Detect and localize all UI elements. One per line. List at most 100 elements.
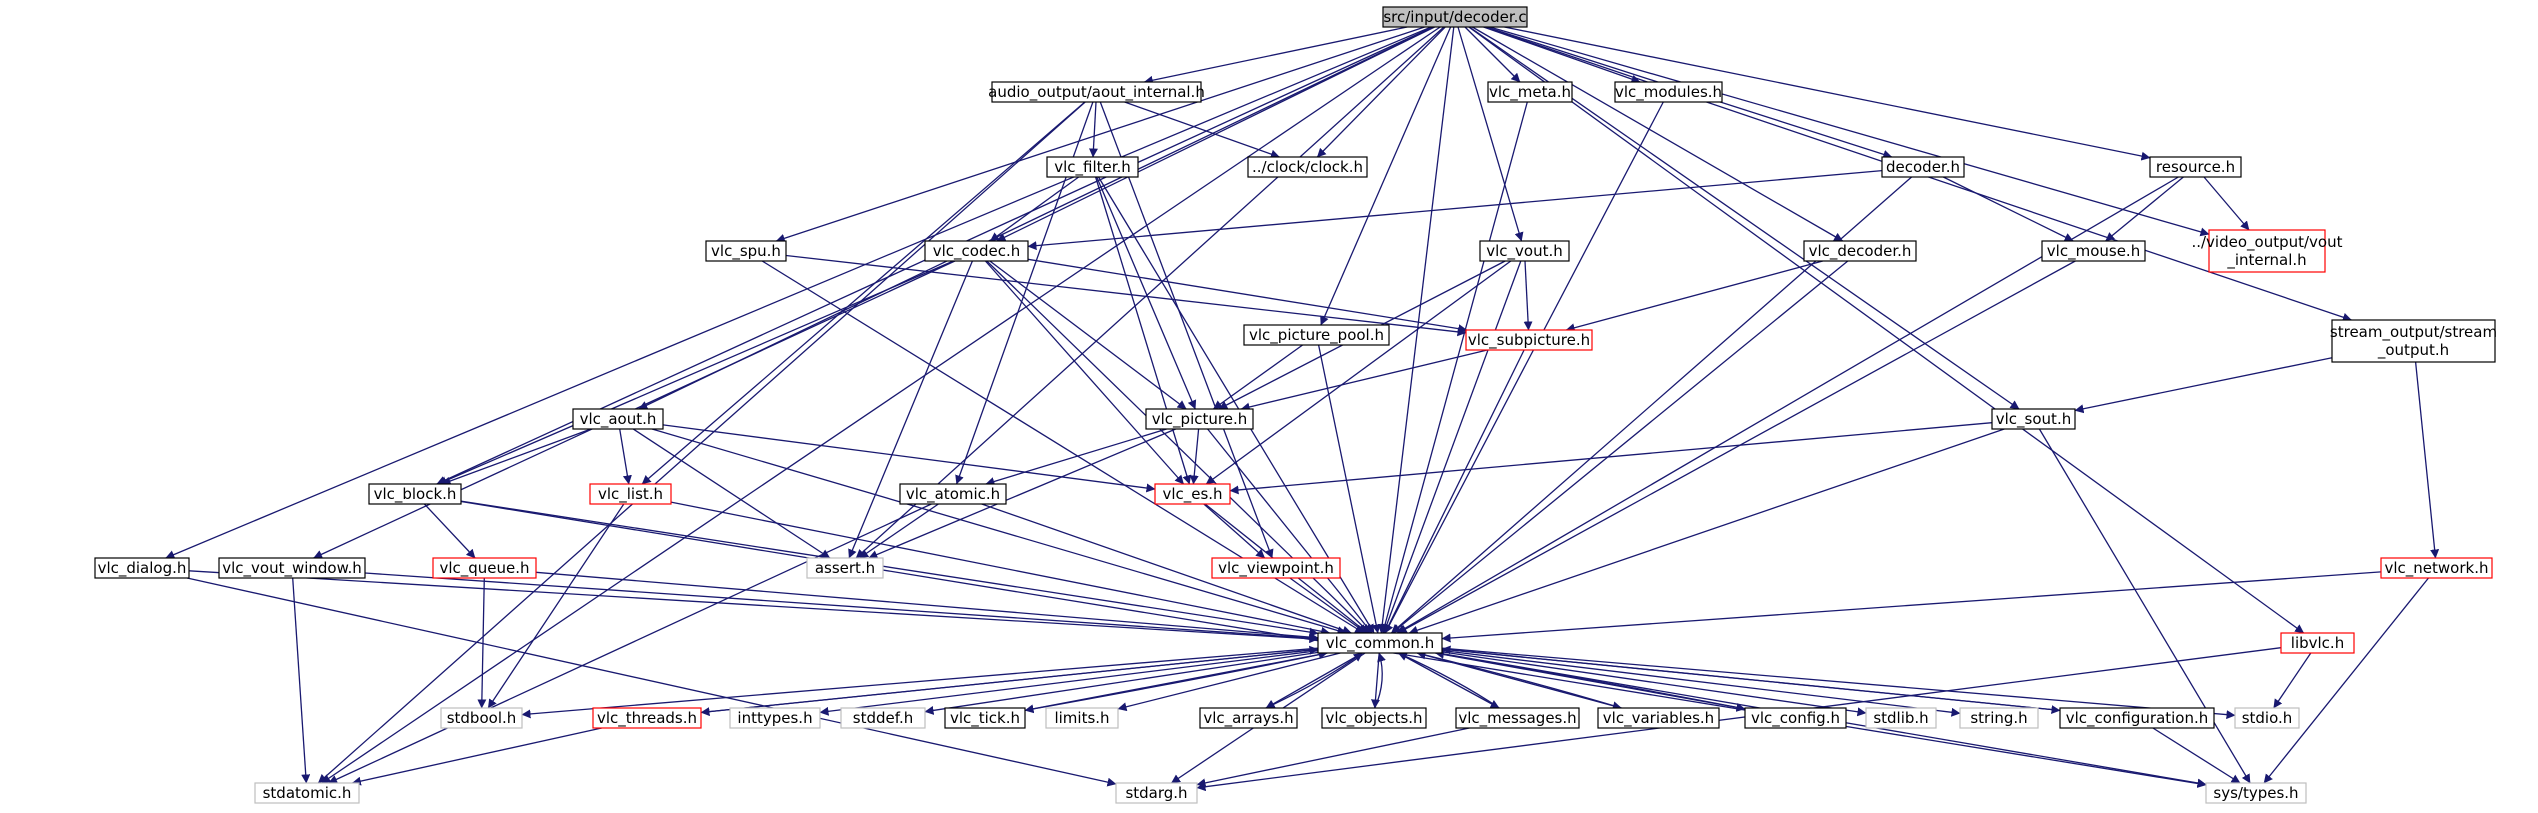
node-box xyxy=(1597,707,1720,729)
edge-vlc_variables-to-vlc_common xyxy=(1416,650,1622,709)
node-vlc_tick[interactable]: vlc_tick.h xyxy=(944,707,1026,729)
edge-vlc_es-to-vlc_viewpoint xyxy=(1203,503,1266,559)
node-vlc_spu[interactable]: vlc_spu.h xyxy=(705,240,787,262)
node-stdbool: stdbool.h xyxy=(440,707,523,729)
node-vlc_queue[interactable]: vlc_queue.h xyxy=(432,557,537,579)
node-vlc_aout[interactable]: vlc_aout.h xyxy=(572,408,664,430)
node-box xyxy=(991,81,1202,103)
edge-vlc_vout-to-vlc_common xyxy=(1382,260,1522,634)
node-vlc_picture_pool[interactable]: vlc_picture_pool.h xyxy=(1243,324,1390,346)
node-vlc_filter[interactable]: vlc_filter.h xyxy=(1046,156,1139,178)
node-label: vlc_viewpoint.h xyxy=(1218,559,1334,578)
node-vlc_list[interactable]: vlc_list.h xyxy=(589,483,672,505)
node-label: vlc_config.h xyxy=(1751,709,1840,728)
edge-vlc_codec-to-assert_h xyxy=(848,260,974,559)
node-clock_h[interactable]: ../clock/clock.h xyxy=(1247,156,1368,178)
edge-vlc_aout-to-vlc_block xyxy=(441,428,592,486)
edge-vlc_vout-to-vlc_subpicture xyxy=(1523,260,1533,331)
edge-vlc_common-to-string_h xyxy=(1441,649,1961,717)
node-vlc_dialog[interactable]: vlc_dialog.h xyxy=(94,557,190,579)
edge-decoder_c-to-clock_h xyxy=(1316,26,1446,158)
edge-decoder_c-to-aout_internal xyxy=(1143,26,1408,85)
node-vlc_objects[interactable]: vlc_objects.h xyxy=(1321,707,1427,729)
node-vlc_subpicture[interactable]: vlc_subpicture.h xyxy=(1465,329,1593,351)
node-vlc_vout[interactable]: vlc_vout.h xyxy=(1479,240,1570,262)
node-stdlib: stdlib.h xyxy=(1865,707,1937,729)
edge-aout_internal-to-vlc_filter xyxy=(1088,101,1098,158)
node-stdio: stdio.h xyxy=(2234,707,2300,729)
edge-vlc_messages-to-stdarg xyxy=(1196,727,1470,788)
edge-vlc_vout_window-to-stdatomic xyxy=(292,577,311,784)
node-vlc_config[interactable]: vlc_config.h xyxy=(1744,707,1847,729)
node-aout_internal[interactable]: audio_output/aout_internal.h xyxy=(988,81,1205,103)
node-vlc_decoder[interactable]: vlc_decoder.h xyxy=(1803,240,1917,262)
node-vlc_picture[interactable]: vlc_picture.h xyxy=(1145,408,1254,430)
edge-vlc_common-to-stddef xyxy=(924,651,1319,715)
node-label: vlc_picture_pool.h xyxy=(1249,326,1384,345)
node-label: vlc_modules.h xyxy=(1615,83,1722,102)
edge-vlc_aout-to-vlc_list xyxy=(619,428,632,485)
edge-vlc_codec-to-vlc_picture xyxy=(989,260,1187,410)
node-vlc_sout[interactable]: vlc_sout.h xyxy=(1991,408,2076,430)
node-label: audio_output/aout_internal.h xyxy=(988,83,1205,102)
node-box xyxy=(944,707,1026,729)
node-vlc_configuration[interactable]: vlc_configuration.h xyxy=(2059,707,2215,729)
node-resource_h[interactable]: resource.h xyxy=(2149,156,2242,178)
node-sys_types: sys/types.h xyxy=(2205,782,2307,804)
node-vlc_es[interactable]: vlc_es.h xyxy=(1154,483,1231,505)
node-label: src/input/decoder.c xyxy=(1383,8,1526,26)
node-box xyxy=(2205,782,2307,804)
edge-decoder_h-to-vlc_mouse xyxy=(1943,176,2074,242)
edge-vlc_objects-to-vlc_common xyxy=(1374,652,1386,709)
edge-aout_internal-to-clock_h xyxy=(1124,101,1280,159)
edge-vlc_common-to-stdbool xyxy=(521,647,1319,719)
node-vlc_threads[interactable]: vlc_threads.h xyxy=(592,707,702,729)
node-label: vlc_vout_window.h xyxy=(222,559,362,578)
node-label: vlc_decoder.h xyxy=(1809,242,1912,261)
node-vlc_arrays[interactable]: vlc_arrays.h xyxy=(1199,707,1298,729)
node-vlc_viewpoint[interactable]: vlc_viewpoint.h xyxy=(1211,557,1341,579)
node-box xyxy=(2059,707,2215,729)
node-label: vlc_dialog.h xyxy=(98,559,187,578)
node-stream_output[interactable]: stream_output/stream_output.h xyxy=(2330,319,2497,363)
edge-vlc_decoder-to-vlc_common xyxy=(1391,260,1849,634)
node-box xyxy=(899,483,1007,505)
node-libvlc_h[interactable]: libvlc.h xyxy=(2280,632,2355,654)
node-vlc_messages[interactable]: vlc_messages.h xyxy=(1455,707,1580,729)
node-vlc_codec[interactable]: vlc_codec.h xyxy=(924,240,1029,262)
edge-vlc_atomic-to-vlc_common xyxy=(981,503,1352,635)
node-box xyxy=(1145,408,1254,430)
node-label: vlc_sout.h xyxy=(1996,410,2071,429)
node-vlc_vout_window[interactable]: vlc_vout_window.h xyxy=(218,557,366,579)
node-box xyxy=(1321,707,1427,729)
node-vlc_variables[interactable]: vlc_variables.h xyxy=(1597,707,1720,729)
edge-libvlc_h-to-stdarg xyxy=(1196,647,2282,792)
node-box xyxy=(1046,156,1139,178)
node-label: stdatomic.h xyxy=(263,784,352,802)
edge-aout_internal-to-vlc_atomic xyxy=(955,101,1094,485)
node-decoder_h[interactable]: decoder.h xyxy=(1881,156,1965,178)
node-vlc_atomic[interactable]: vlc_atomic.h xyxy=(899,483,1007,505)
node-label: vlc_configuration.h xyxy=(2066,709,2209,728)
edge-vlc_common-to-inttypes xyxy=(819,650,1319,716)
node-box xyxy=(1317,632,1443,654)
node-box xyxy=(1455,707,1580,729)
node-box xyxy=(1211,557,1341,579)
node-vlc_network[interactable]: vlc_network.h xyxy=(2380,557,2493,579)
node-vlc_mouse[interactable]: vlc_mouse.h xyxy=(2041,240,2146,262)
node-box xyxy=(705,240,787,262)
node-label: vlc_tick.h xyxy=(950,709,1020,728)
edge-vlc_atomic-to-stdatomic xyxy=(328,503,932,784)
edge-vlc_subpicture-to-vlc_common xyxy=(1384,349,1525,634)
node-vlc_common[interactable]: vlc_common.h xyxy=(1317,632,1443,654)
node-vlc_meta[interactable]: vlc_meta.h xyxy=(1487,81,1573,103)
node-vlc_block[interactable]: vlc_block.h xyxy=(368,483,462,505)
node-box xyxy=(1959,707,2039,729)
node-label: vlc_picture.h xyxy=(1152,410,1247,429)
edge-vlc_picture_pool-to-vlc_picture xyxy=(1213,344,1303,410)
node-label: vlc_block.h xyxy=(374,485,457,504)
edge-vlc_picture-to-vlc_es xyxy=(1189,428,1200,485)
node-vout_internal[interactable]: ../video_output/vout_internal.h xyxy=(2191,229,2343,273)
edge-vlc_filter-to-vlc_codec xyxy=(989,176,1080,242)
node-vlc_modules[interactable]: vlc_modules.h xyxy=(1614,81,1723,103)
